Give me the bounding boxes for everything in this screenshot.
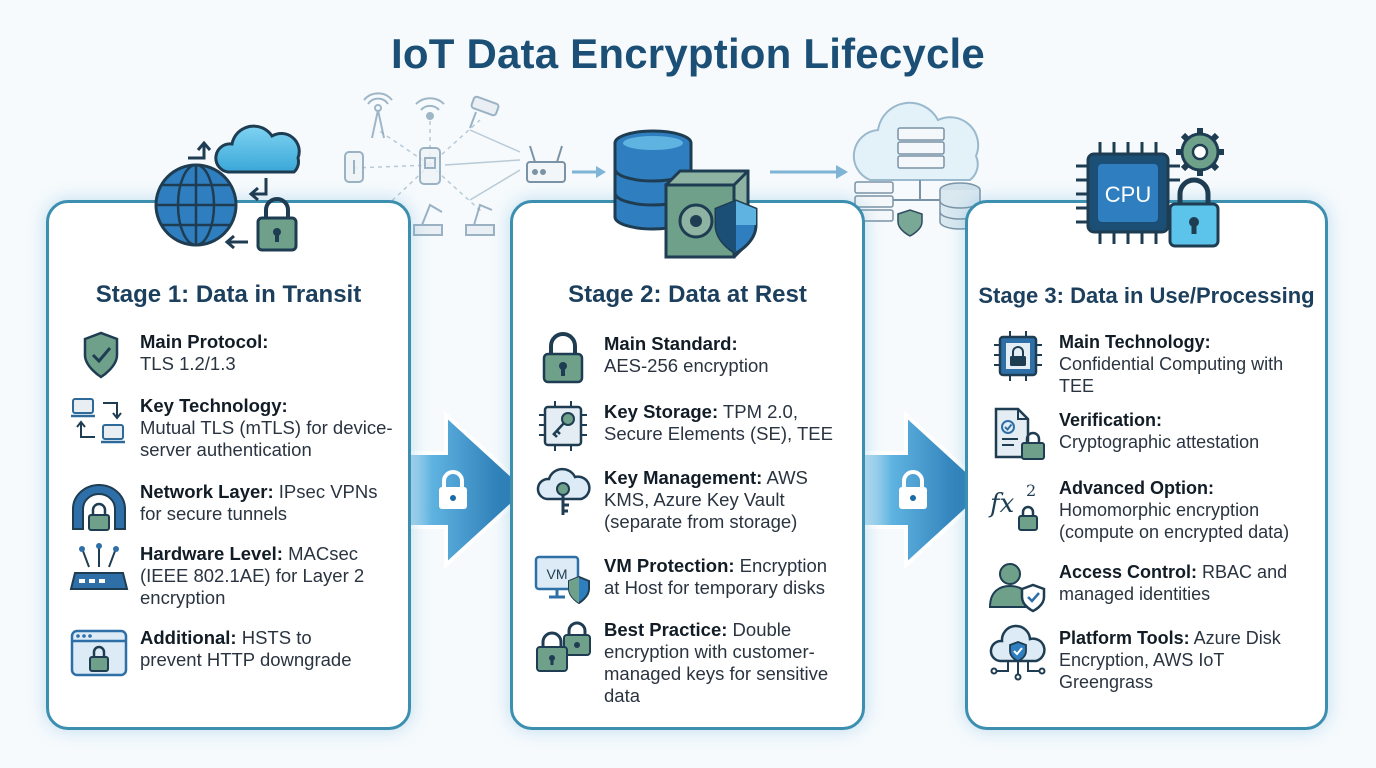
chip-lock-icon — [994, 331, 1042, 381]
camera-icon — [469, 95, 500, 129]
chip-key-icon — [539, 401, 587, 451]
cpu-chip-icon: CPU — [1076, 142, 1180, 244]
phone-icon — [419, 147, 441, 185]
vault-icon — [664, 169, 750, 259]
cpu-label: CPU — [1105, 182, 1151, 207]
document-lock-icon — [994, 407, 1045, 460]
thermometer-icon — [344, 151, 364, 183]
padlock-icon — [542, 332, 584, 384]
exchange-arrow-icon — [188, 140, 212, 160]
double-lock-icon — [536, 621, 591, 672]
router-icon — [69, 543, 129, 590]
stage-heading: Stage 2: Data at Rest — [568, 281, 807, 308]
tunnel-lock-icon — [72, 484, 126, 531]
cloud-key-icon — [536, 467, 591, 515]
exchange-arrow-icon — [224, 234, 248, 250]
globe-icon — [154, 163, 238, 247]
exchange-arrow-icon — [248, 178, 268, 202]
gear-icon — [1176, 128, 1224, 176]
stage-panel-use: Stage 3: Data in Use/Processing Main Tec… — [965, 200, 1328, 730]
stage-panel-rest: Stage 2: Data at Rest Main Standard:AES-… — [510, 200, 865, 730]
cloud-shield-icon — [989, 624, 1046, 681]
wifi-icon — [415, 97, 445, 120]
vm-shield-icon: VM — [534, 555, 590, 605]
radio-tower-icon — [363, 92, 393, 139]
robot-arm-icon — [413, 203, 495, 236]
shield-icon — [714, 199, 758, 255]
stage-heading: Stage 1: Data in Transit — [95, 281, 362, 308]
globe-cloud-lock-illustration — [154, 124, 301, 252]
lock-icon — [1168, 177, 1220, 248]
stage-heading: Stage 3: Data in Use/Processing — [978, 283, 1315, 308]
device-exchange-icon — [71, 398, 125, 444]
formula-lock-icon: fx 2 — [988, 481, 1038, 531]
shield-check-icon — [83, 331, 119, 379]
cloud-server-icon — [852, 101, 981, 237]
router-small-icon — [526, 145, 566, 183]
cpu-lock-illustration: CPU — [1076, 128, 1224, 248]
lock-icon — [256, 197, 298, 252]
user-shield-icon — [988, 563, 1046, 613]
formula-label: fx — [988, 489, 1015, 519]
database-vault-illustration — [613, 129, 758, 259]
cloud-icon — [214, 124, 301, 174]
arrow-lock-icon — [899, 470, 927, 509]
formula-exponent: 2 — [1026, 481, 1036, 500]
browser-lock-icon — [70, 629, 128, 677]
stage-panel-transit: Stage 1: Data in Transit Main Protocol:T… — [46, 200, 411, 730]
arrow-lock-icon — [439, 470, 467, 509]
page-title: IoT Data Encryption Lifecycle — [391, 30, 985, 77]
vm-label: VM — [547, 566, 568, 582]
